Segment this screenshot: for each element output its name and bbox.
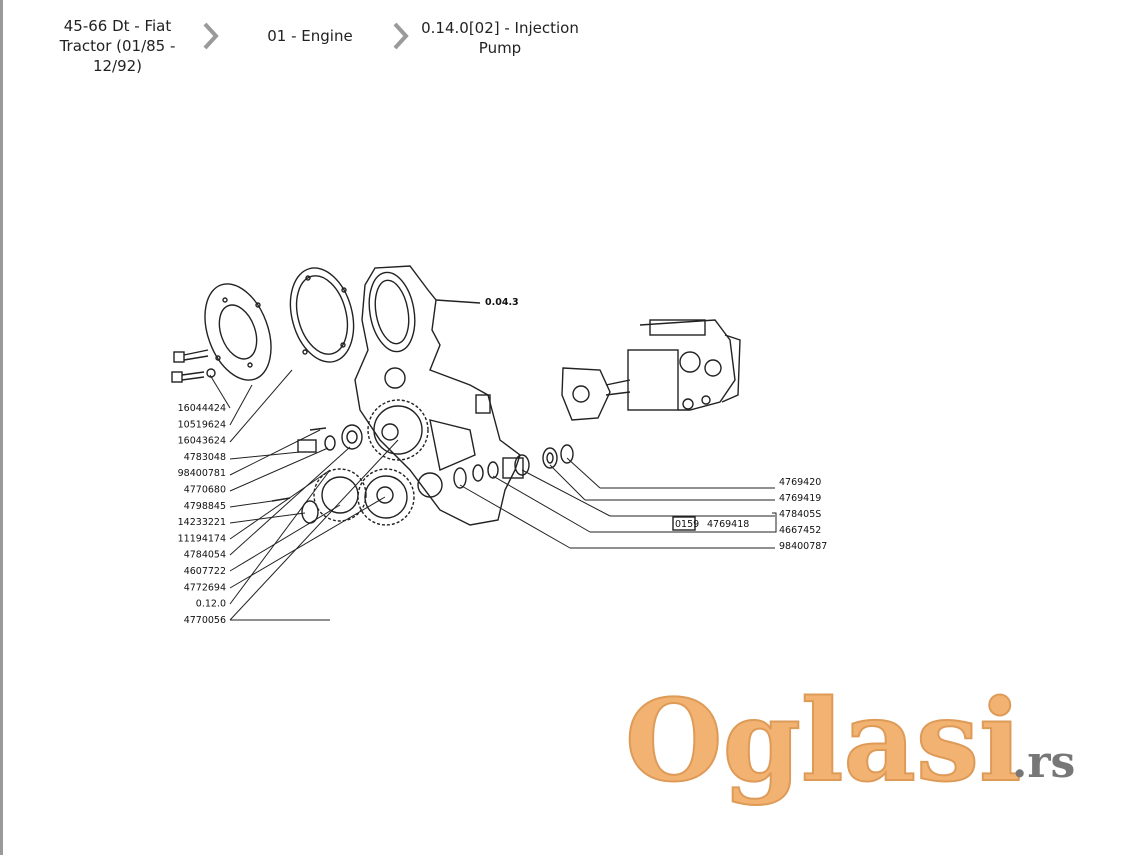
oglasi-watermark-logo: Oglasi .rs xyxy=(624,675,1075,808)
boxed-ref-label[interactable]: 0159 xyxy=(675,519,699,530)
breadcrumb-item-engine[interactable]: 01 - Engine xyxy=(267,27,353,45)
part-number-label[interactable]: 16043624 xyxy=(178,436,226,447)
part-number-label[interactable]: 16044424 xyxy=(178,403,226,414)
part-number-label[interactable]: 4607722 xyxy=(184,566,226,577)
cover-plate xyxy=(204,283,272,381)
gears xyxy=(313,399,443,526)
part-number-label[interactable]: 98400787 xyxy=(779,541,827,552)
pump-shaft-parts xyxy=(453,444,574,489)
part-labels-right: 4769420 4769419 478405S 4667452 98400787 xyxy=(779,477,827,552)
part-number-label[interactable]: 10519624 xyxy=(178,419,226,430)
ref-label-top[interactable]: 0.04.3 xyxy=(485,297,519,308)
leader-lines-left xyxy=(209,369,399,621)
injection-pump-assembly xyxy=(561,319,741,421)
leader-lines-right xyxy=(459,457,777,549)
chevron-right-icon xyxy=(393,22,409,50)
part-number-label[interactable]: 4770056 xyxy=(184,615,226,626)
part-number-label[interactable]: 4769419 xyxy=(779,493,821,504)
left-border xyxy=(0,0,3,855)
breadcrumb-item-injection-pump[interactable]: 0.14.0[02] - Injection Pump xyxy=(421,19,579,57)
part-number-label[interactable]: 4772694 xyxy=(184,582,226,593)
part-number-label[interactable]: 4798845 xyxy=(184,501,226,512)
part-labels-left: 16044424 10519624 16043624 4783048 98400781 4… xyxy=(178,403,226,626)
part-number-label[interactable]: 478405S xyxy=(779,509,821,520)
part-number-label[interactable]: 4769420 xyxy=(779,477,821,488)
part-number-label[interactable]: 4783048 xyxy=(184,452,226,463)
boxed-part-number[interactable]: 4769418 xyxy=(707,519,749,530)
part-number-label[interactable]: 4784054 xyxy=(184,550,226,561)
part-number-label[interactable]: 0.12.0 xyxy=(196,599,226,610)
watermark-brand: Oglasi xyxy=(625,676,1022,807)
breadcrumb-item-tractor[interactable]: 45-66 Dt - Fiat Tractor (01/85 - 12/92) xyxy=(59,17,176,75)
gasket xyxy=(289,267,355,363)
part-number-label[interactable]: 14233221 xyxy=(178,517,226,528)
part-number-label[interactable]: 98400781 xyxy=(178,468,226,479)
chevron-right-icon xyxy=(203,22,219,50)
timing-case-housing xyxy=(354,265,521,526)
part-number-label[interactable]: 4667452 xyxy=(779,525,821,536)
part-number-label[interactable]: 11194174 xyxy=(178,533,226,544)
reference-box xyxy=(672,516,696,531)
bolts xyxy=(171,349,216,383)
part-number-label[interactable]: 4770680 xyxy=(184,485,226,496)
watermark-suffix: .rs xyxy=(1012,737,1075,788)
small-components xyxy=(271,424,363,524)
